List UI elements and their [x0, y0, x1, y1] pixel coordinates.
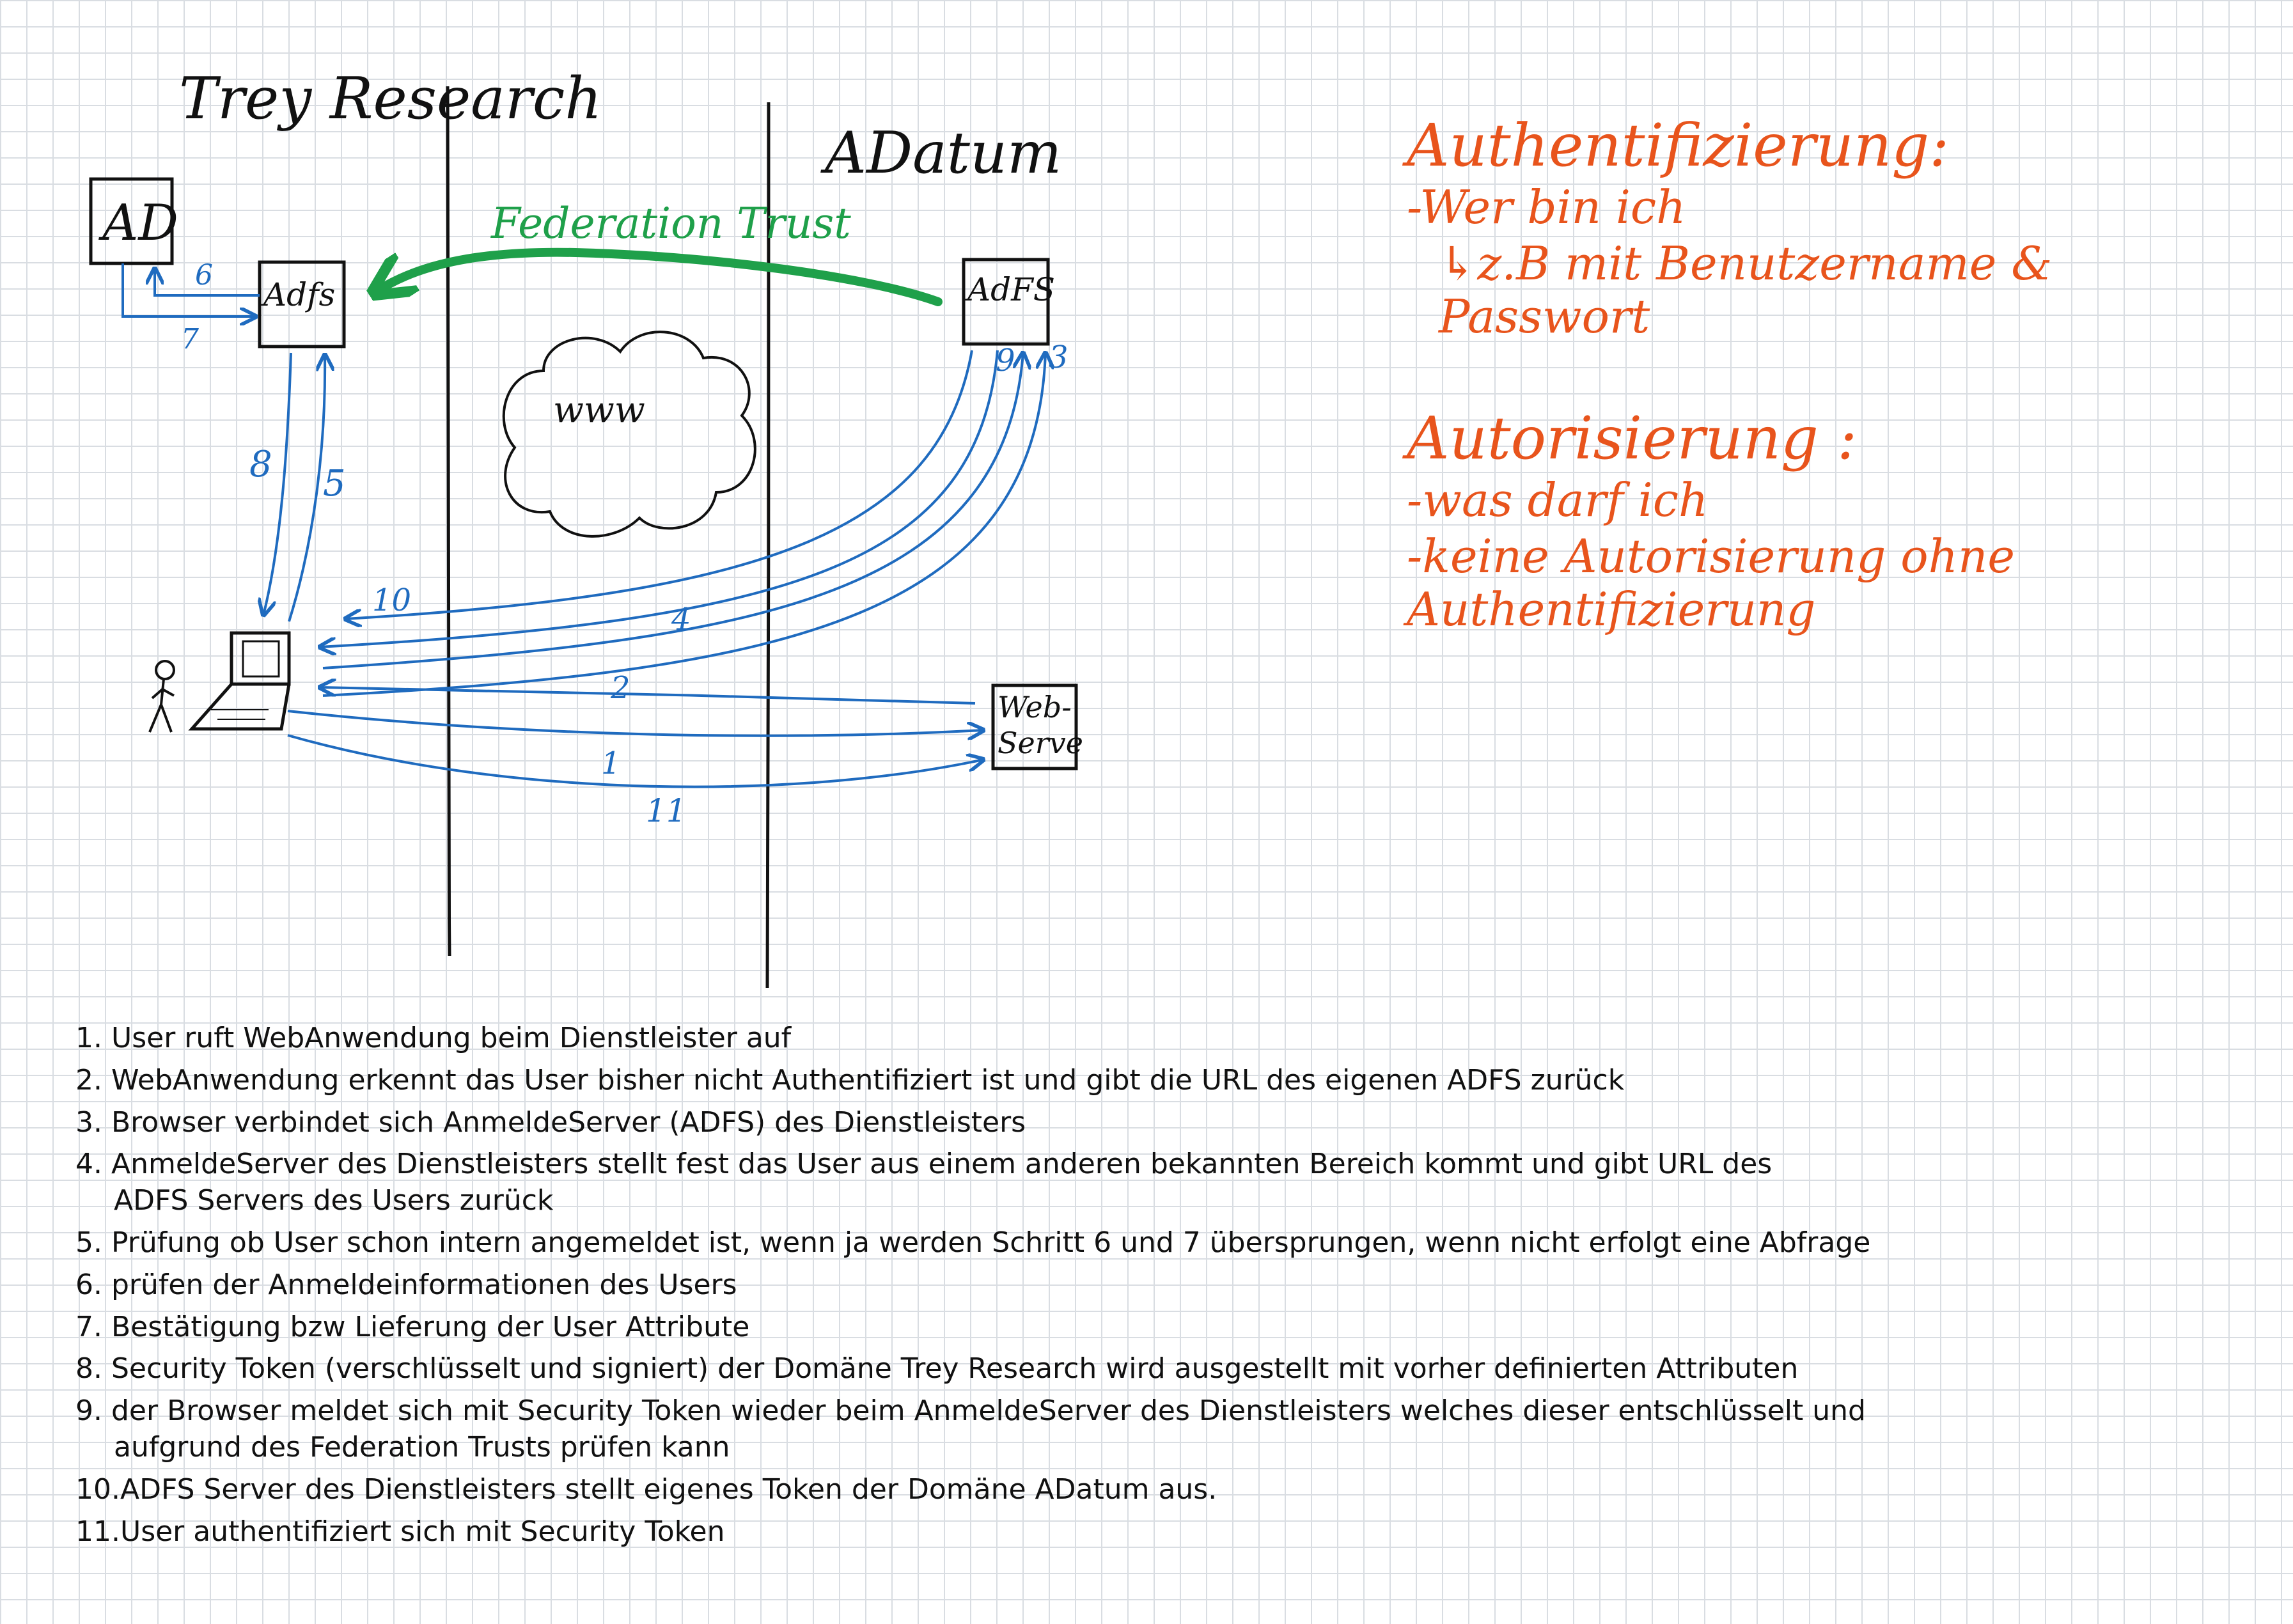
step-text-continued: aufgrund des Federation Trusts prüfen ka… — [114, 1430, 730, 1464]
arrow-7-label: 7 — [181, 323, 199, 355]
step-item: 1. User ruft WebAnwendung beim Dienstleis… — [75, 1022, 2186, 1056]
web-server-label-2: Serve — [998, 726, 1083, 760]
ad-label: AD — [98, 194, 178, 252]
step-number: 9. — [75, 1394, 102, 1428]
arrow-5-label: 5 — [323, 463, 346, 504]
step-item: 5. Prüfung ob User schon intern angemelde… — [75, 1226, 2186, 1260]
arrow-1-label: 1 — [601, 746, 621, 781]
arrow-10-label: 10 — [372, 582, 411, 618]
arrow-9-label: 9 — [996, 343, 1015, 379]
federation-diagram: Trey Research ADatum AD Adfs AdFS Web- S… — [89, 65, 1083, 988]
step-number: 7. — [75, 1310, 102, 1343]
authz-line-2: -keine Autorisierung ohne Authentifizier… — [1407, 529, 2015, 637]
step-item: 6. prüfen der Anmeldeinformationen des Us… — [75, 1269, 2186, 1302]
internet-cloud — [502, 331, 756, 538]
step-text: Bestätigung bzw Lieferung der User Attri… — [111, 1310, 750, 1343]
internet-label: www — [553, 389, 645, 431]
step-number: 1. — [75, 1022, 102, 1054]
ad-box — [89, 177, 174, 265]
arrow-6-label: 6 — [195, 259, 213, 292]
step-text: ADFS Server des Dienstleisters stellt ei… — [120, 1472, 1217, 1506]
adfs-trey-label: Adfs — [261, 276, 335, 313]
step-text: Prüfung ob User schon intern angemeldet … — [111, 1226, 1871, 1259]
arrow-2 — [320, 687, 976, 705]
step-number: 8. — [75, 1352, 102, 1386]
arrow-8-label: 8 — [249, 444, 272, 485]
step-text: der Browser meldet sich mit Security Tok… — [111, 1394, 1866, 1428]
arrow-11-label: 11 — [646, 792, 687, 829]
arrow-8 — [263, 352, 292, 615]
step-number: 4. — [75, 1148, 102, 1181]
step-item: 3. Browser verbindet sich AnmeldeServer (… — [75, 1106, 2186, 1140]
step-number: 5. — [75, 1226, 102, 1259]
step-number: 3. — [75, 1105, 102, 1139]
arrow-3-label: 3 — [1049, 340, 1068, 375]
authz-title: Autorisierung : — [1407, 403, 1858, 472]
zone-divider-left — [446, 86, 451, 956]
notes-spacer — [1407, 347, 2270, 408]
step-item: 2. WebAnwendung erkennt das User bisher n… — [75, 1064, 2186, 1098]
authz-line-1: -was darf ich — [1407, 472, 1709, 527]
step-number: 10. — [75, 1472, 120, 1506]
authn-line-1: -Wer bin ich — [1407, 180, 1686, 234]
step-text: WebAnwendung erkennt das User bisher nic… — [111, 1063, 1625, 1097]
step-item: 10.ADFS Server des Dienstleisters stellt… — [75, 1473, 2186, 1507]
steps-list: 1. User ruft WebAnwendung beim Dienstleis… — [75, 1022, 2186, 1557]
arrow-1 — [287, 710, 983, 736]
step-text: Browser verbindet sich AnmeldeServer (AD… — [111, 1105, 1026, 1139]
federation-trust-arrow — [377, 247, 943, 306]
federation-trust-label: Federation Trust — [490, 199, 851, 248]
user-icon — [148, 660, 175, 733]
step-text: AnmeldeServer des Dienstleisters stellt … — [111, 1148, 1773, 1181]
step-text: User ruft WebAnwendung beim Dienstleiste… — [111, 1022, 792, 1054]
zone-divider-right — [765, 102, 771, 988]
step-item: 8. Security Token (verschlüsselt und sign… — [75, 1352, 2186, 1386]
step-number: 11. — [75, 1515, 120, 1548]
definitions-notes: Authentifizierung: -Wer bin ich ↳z.B mit… — [1407, 111, 2270, 640]
step-item: 9. der Browser meldet sich mit Security T… — [75, 1394, 2186, 1465]
step-item: 4. AnmeldeServer des Dienstleisters stell… — [75, 1148, 2186, 1218]
arrow-2-label: 2 — [610, 670, 630, 706]
step-text-continued: ADFS Servers des Users zurück — [114, 1184, 554, 1217]
adfs-adatum-box — [962, 258, 1050, 346]
arrow-7 — [121, 263, 256, 316]
arrow-6 — [155, 269, 260, 297]
authn-line-2: ↳z.B mit Benutzername & Passwort — [1439, 237, 2053, 344]
arrow-11 — [287, 734, 983, 788]
adfs-adatum-label: AdFS — [965, 271, 1055, 308]
arrow-9 — [322, 353, 1023, 669]
step-number: 6. — [75, 1268, 102, 1301]
authn-title: Authentifizierung: — [1407, 111, 1950, 180]
step-text: User authentifiziert sich mit Security T… — [120, 1515, 725, 1548]
step-text: Security Token (verschlüsselt und signie… — [111, 1352, 1799, 1386]
zone-title-trey-research: Trey Research — [179, 65, 602, 132]
laptop-icon — [188, 631, 291, 731]
step-item: 11.User authentifiziert sich mit Securit… — [75, 1515, 2186, 1549]
web-server-label-1: Web- — [998, 690, 1072, 724]
step-text: prüfen der Anmeldeinformationen des User… — [111, 1268, 737, 1301]
adfs-trey-box — [258, 260, 346, 348]
arrow-5 — [288, 355, 325, 622]
arrow-4 — [320, 350, 999, 647]
arrow-3 — [322, 353, 1045, 697]
step-item: 7. Bestätigung bzw Lieferung der User Att… — [75, 1311, 2186, 1345]
web-server-box — [991, 683, 1078, 770]
step-number: 2. — [75, 1063, 102, 1097]
zone-title-adatum: ADatum — [820, 120, 1061, 187]
arrow-10 — [345, 350, 973, 619]
